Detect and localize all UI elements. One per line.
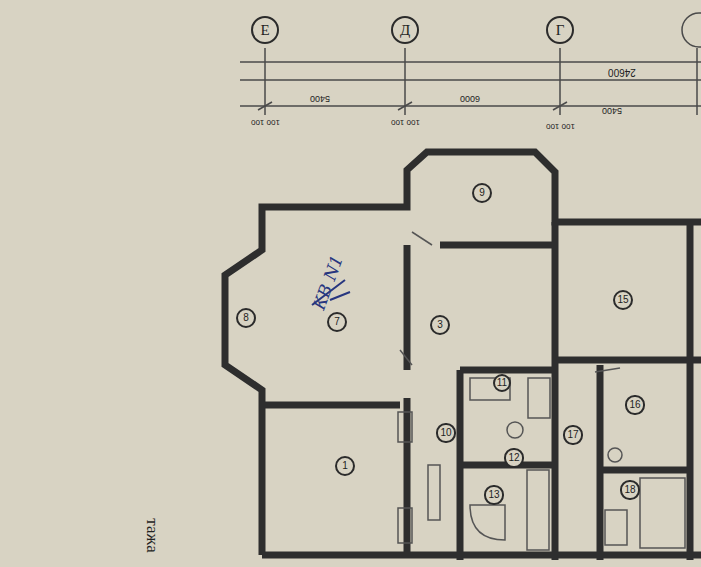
dimension: 6000	[460, 94, 480, 103]
node-text: 10	[440, 428, 451, 438]
axis-offset: 100 100	[251, 118, 280, 126]
room-number: 15	[613, 290, 633, 310]
node-text: 9	[479, 188, 485, 198]
room-number: 17	[563, 425, 582, 444]
node-text: 3	[437, 320, 443, 330]
axis-offset: 100 100	[546, 122, 575, 130]
node-text: Д	[400, 23, 410, 38]
caption-fragment: тажа	[143, 518, 160, 552]
axis-offset: 100 100	[391, 118, 420, 126]
node-text: 11	[497, 378, 507, 388]
node-text: 15	[617, 295, 628, 305]
room-number: 7	[327, 312, 347, 332]
dimension: 5400	[602, 106, 622, 115]
room-number: 12	[504, 448, 523, 467]
node-text: 13	[488, 490, 499, 500]
room-number: 9	[472, 183, 492, 203]
room-number: 11	[493, 374, 511, 392]
axis-marker: Е	[251, 16, 279, 44]
axis-lines	[240, 13, 701, 115]
node-text: Е	[260, 23, 269, 38]
node-text: 12	[508, 453, 519, 463]
node-text: 7	[334, 317, 340, 327]
fixtures	[398, 232, 685, 550]
dimension: 5400	[310, 94, 330, 103]
handwritten-note: КВ N1	[310, 252, 345, 311]
room-number: 13	[484, 485, 503, 504]
node-text: 16	[629, 400, 640, 410]
dimension: 24600	[608, 67, 636, 77]
axis-marker: Д	[391, 16, 419, 44]
axis-marker: Г	[546, 16, 574, 44]
node-text: 1	[342, 461, 348, 471]
room-number: 16	[625, 395, 644, 414]
node-text: 18	[624, 485, 635, 495]
room-number: 10	[436, 423, 455, 442]
room-number: 3	[430, 315, 450, 335]
walls	[225, 152, 701, 560]
room-number: 8	[236, 308, 256, 328]
node-text: 17	[567, 430, 578, 440]
room-number: 1	[335, 456, 355, 476]
node-text: Г	[556, 23, 565, 38]
room-number: 18	[620, 480, 639, 499]
node-text: 8	[243, 313, 249, 323]
